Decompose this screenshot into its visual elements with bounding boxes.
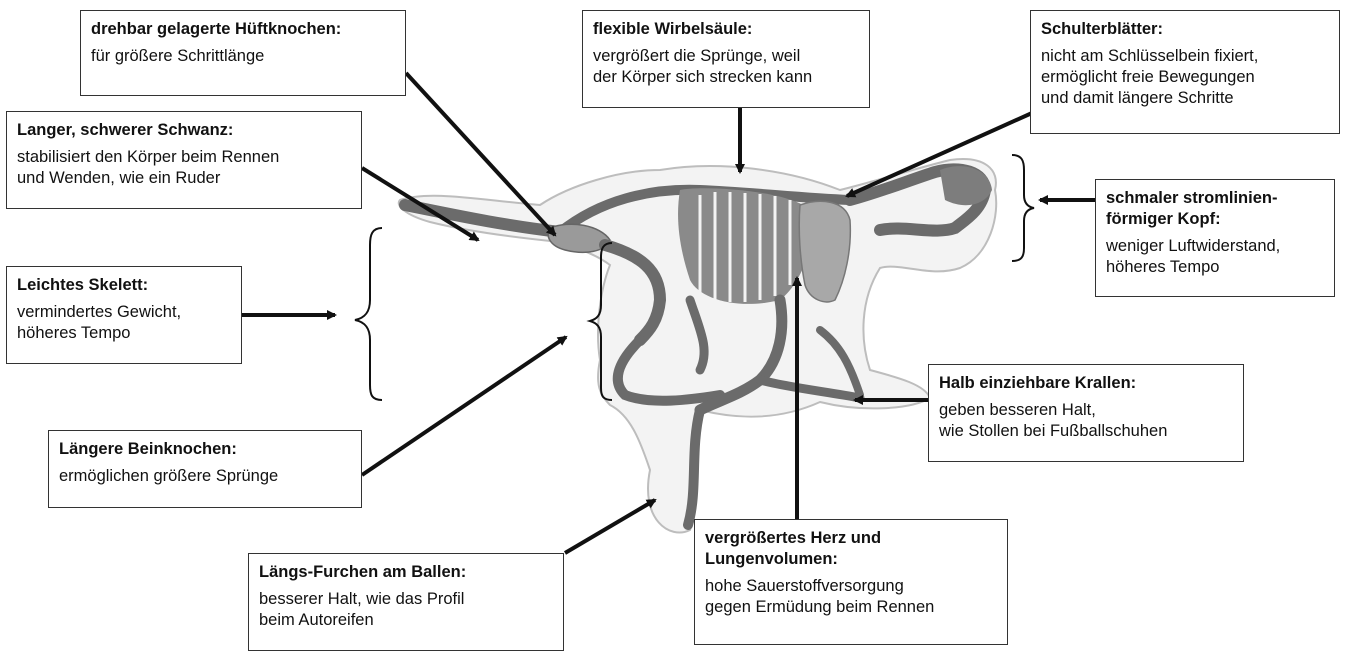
label-claws: Halb einziehbare Krallen: geben besseren… bbox=[928, 364, 1244, 462]
label-paw-text-2: beim Autoreifen bbox=[259, 610, 553, 631]
label-shoulder-title: Schulterblätter: bbox=[1041, 19, 1329, 40]
label-heart-title: vergrößertes Herz und Lungenvolumen: bbox=[705, 528, 997, 570]
label-claws-text-2: wie Stollen bei Fußballschuhen bbox=[939, 421, 1233, 442]
label-tail-text-2: und Wenden, wie ein Ruder bbox=[17, 168, 351, 189]
label-tail-title: Langer, schwerer Schwanz: bbox=[17, 120, 351, 141]
label-head: schmaler stromlinien- förmiger Kopf: wen… bbox=[1095, 179, 1335, 297]
label-leg: Längere Beinknochen: ermöglichen größere… bbox=[48, 430, 362, 508]
label-hip-title: drehbar gelagerte Hüftknochen: bbox=[91, 19, 395, 40]
label-claws-title: Halb einziehbare Krallen: bbox=[939, 373, 1233, 394]
label-heart-title-1: vergrößertes Herz und bbox=[705, 528, 997, 549]
label-shoulder-text-3: und damit längere Schritte bbox=[1041, 88, 1329, 109]
label-shoulder-text-1: nicht am Schlüsselbein fixiert, bbox=[1041, 46, 1329, 67]
label-head-text-2: höheres Tempo bbox=[1106, 257, 1324, 278]
label-heart-title-2: Lungenvolumen: bbox=[705, 549, 997, 570]
label-leg-text-1: ermöglichen größere Sprünge bbox=[59, 466, 351, 487]
label-leg-title: Längere Beinknochen: bbox=[59, 439, 351, 460]
label-paw-title: Längs-Furchen am Ballen: bbox=[259, 562, 553, 583]
label-spine-text-2: der Körper sich strecken kann bbox=[593, 67, 859, 88]
label-heart-text-2: gegen Ermüdung beim Rennen bbox=[705, 597, 997, 618]
label-head-title-2: förmiger Kopf: bbox=[1106, 209, 1324, 230]
label-hip-text: für größere Schrittlänge bbox=[91, 46, 395, 67]
label-spine: flexible Wirbelsäule: vergrößert die Spr… bbox=[582, 10, 870, 108]
label-tail: Langer, schwerer Schwanz: stabilisiert d… bbox=[6, 111, 362, 209]
label-heart: vergrößertes Herz und Lungenvolumen: hoh… bbox=[694, 519, 1008, 645]
label-skeleton: Leichtes Skelett: vermindertes Gewicht, … bbox=[6, 266, 242, 364]
label-paw-text-1: besserer Halt, wie das Profil bbox=[259, 589, 553, 610]
paw-arrow bbox=[565, 500, 655, 553]
label-heart-text-1: hohe Sauerstoffversorgung bbox=[705, 576, 997, 597]
label-claws-text-1: geben besseren Halt, bbox=[939, 400, 1233, 421]
label-skeleton-title: Leichtes Skelett: bbox=[17, 275, 231, 296]
head-brace bbox=[1012, 155, 1034, 261]
label-head-text-1: weniger Luftwiderstand, bbox=[1106, 236, 1324, 257]
label-head-title-1: schmaler stromlinien- bbox=[1106, 188, 1324, 209]
skeleton-brace bbox=[355, 228, 382, 400]
label-hip: drehbar gelagerte Hüftknochen: für größe… bbox=[80, 10, 406, 96]
label-tail-text-1: stabilisiert den Körper beim Rennen bbox=[17, 147, 351, 168]
label-spine-title: flexible Wirbelsäule: bbox=[593, 19, 859, 40]
label-spine-text-1: vergrößert die Sprünge, weil bbox=[593, 46, 859, 67]
label-shoulder-text-2: ermöglicht freie Bewegungen bbox=[1041, 67, 1329, 88]
label-skeleton-text-1: vermindertes Gewicht, bbox=[17, 302, 231, 323]
label-shoulder: Schulterblätter: nicht am Schlüsselbein … bbox=[1030, 10, 1340, 134]
leg-arrow bbox=[362, 337, 566, 475]
label-head-title: schmaler stromlinien- förmiger Kopf: bbox=[1106, 188, 1324, 230]
label-paw: Längs-Furchen am Ballen: besserer Halt, … bbox=[248, 553, 564, 651]
label-skeleton-text-2: höheres Tempo bbox=[17, 323, 231, 344]
